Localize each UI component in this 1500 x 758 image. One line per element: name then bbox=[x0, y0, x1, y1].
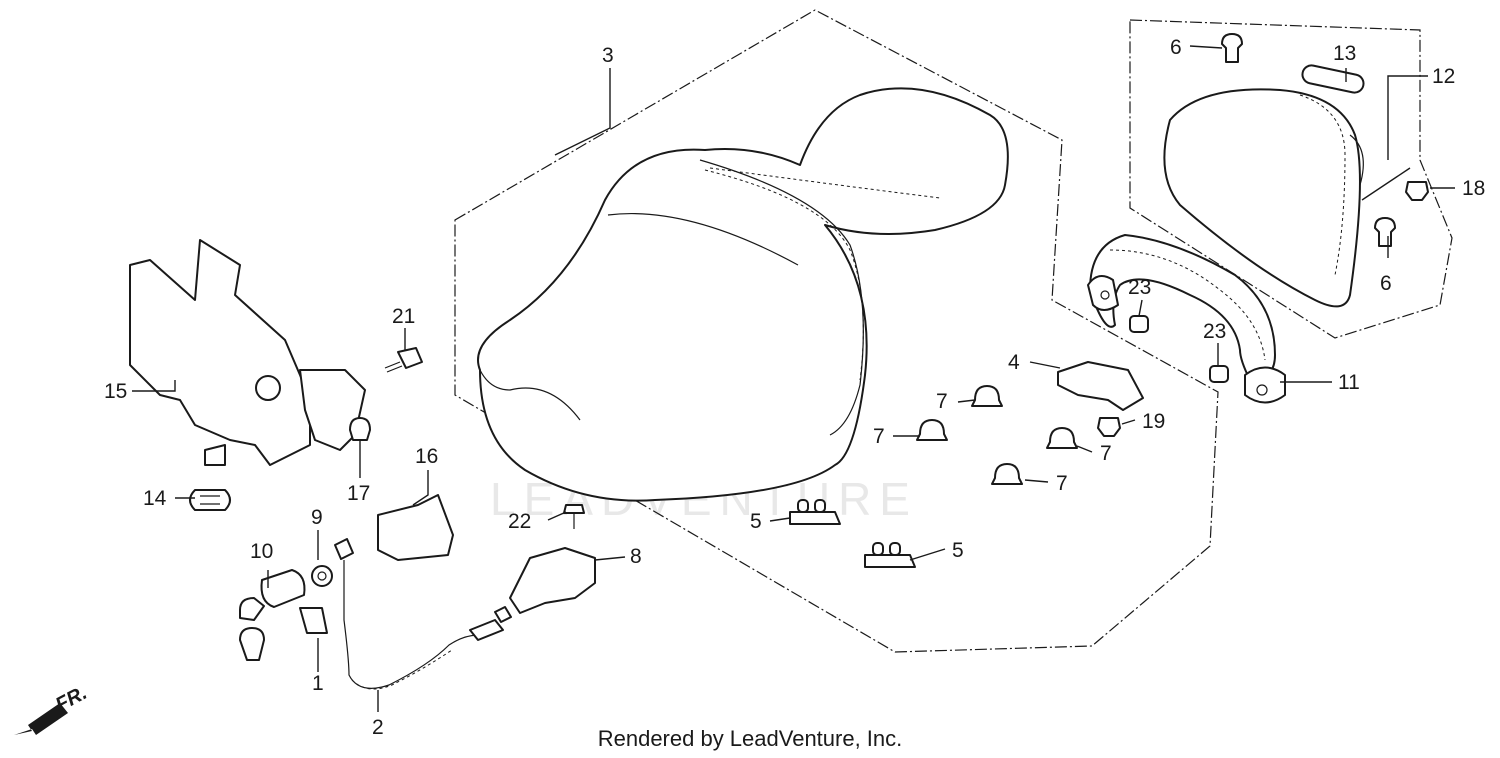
backrest-assembly-boundary bbox=[1129, 19, 1453, 339]
seat-lock[interactable] bbox=[509, 547, 596, 614]
seat-mount-bracket[interactable] bbox=[1057, 361, 1144, 411]
callout-12: 12 bbox=[1432, 65, 1455, 88]
callout-23-right: 23 bbox=[1203, 320, 1226, 343]
callout-9: 9 bbox=[311, 506, 323, 529]
callout-7-a: 7 bbox=[936, 390, 948, 413]
callout-22: 22 bbox=[508, 510, 531, 533]
leader-lines bbox=[132, 45, 1455, 712]
callout-11: 11 bbox=[1338, 371, 1360, 394]
grab-rail[interactable] bbox=[1087, 234, 1286, 404]
backrest-emblem[interactable] bbox=[1301, 64, 1365, 94]
callout-10: 10 bbox=[250, 540, 273, 563]
backrest-pad[interactable] bbox=[1163, 88, 1364, 308]
callout-14: 14 bbox=[143, 487, 167, 510]
callout-labels: 3 4 5 5 6 6 7 7 7 7 8 9 10 11 12 13 14 1… bbox=[104, 36, 1485, 739]
callout-23-left: 23 bbox=[1128, 276, 1151, 299]
callout-6-right: 6 bbox=[1380, 272, 1392, 295]
callout-16: 16 bbox=[415, 445, 438, 468]
bolts[interactable] bbox=[349, 347, 585, 529]
rubber-pads[interactable] bbox=[789, 499, 916, 568]
callout-21: 21 bbox=[392, 305, 415, 328]
callout-17: 17 bbox=[347, 482, 370, 505]
callout-7-c: 7 bbox=[1100, 442, 1112, 465]
callout-5-left: 5 bbox=[750, 510, 762, 533]
seat[interactable] bbox=[477, 87, 1009, 502]
storage-box[interactable] bbox=[129, 239, 366, 466]
collars-and-nuts[interactable] bbox=[1097, 33, 1429, 437]
grommet[interactable] bbox=[189, 489, 231, 511]
callout-1: 1 bbox=[312, 672, 324, 695]
callout-7-b: 7 bbox=[873, 425, 885, 448]
callout-8: 8 bbox=[630, 545, 642, 568]
callout-3: 3 bbox=[602, 44, 614, 67]
front-arrow-icon bbox=[14, 703, 68, 735]
callout-5-right: 5 bbox=[952, 539, 964, 562]
seat-assembly-boundary bbox=[454, 9, 1219, 653]
callout-15: 15 bbox=[104, 380, 127, 403]
lock-bracket[interactable] bbox=[377, 494, 454, 561]
seat-lock-cylinder[interactable] bbox=[239, 565, 333, 661]
callout-13: 13 bbox=[1333, 42, 1356, 65]
callout-4: 4 bbox=[1008, 351, 1020, 374]
callout-19: 19 bbox=[1142, 410, 1165, 433]
callout-7-d: 7 bbox=[1056, 472, 1068, 495]
seat-lock-cable[interactable] bbox=[334, 538, 512, 690]
callout-18: 18 bbox=[1462, 177, 1485, 200]
render-credit: Rendered by LeadVenture, Inc. bbox=[597, 726, 903, 751]
callout-2: 2 bbox=[372, 716, 384, 739]
callout-6-top: 6 bbox=[1170, 36, 1182, 59]
rubber-bumpers[interactable] bbox=[916, 385, 1078, 485]
